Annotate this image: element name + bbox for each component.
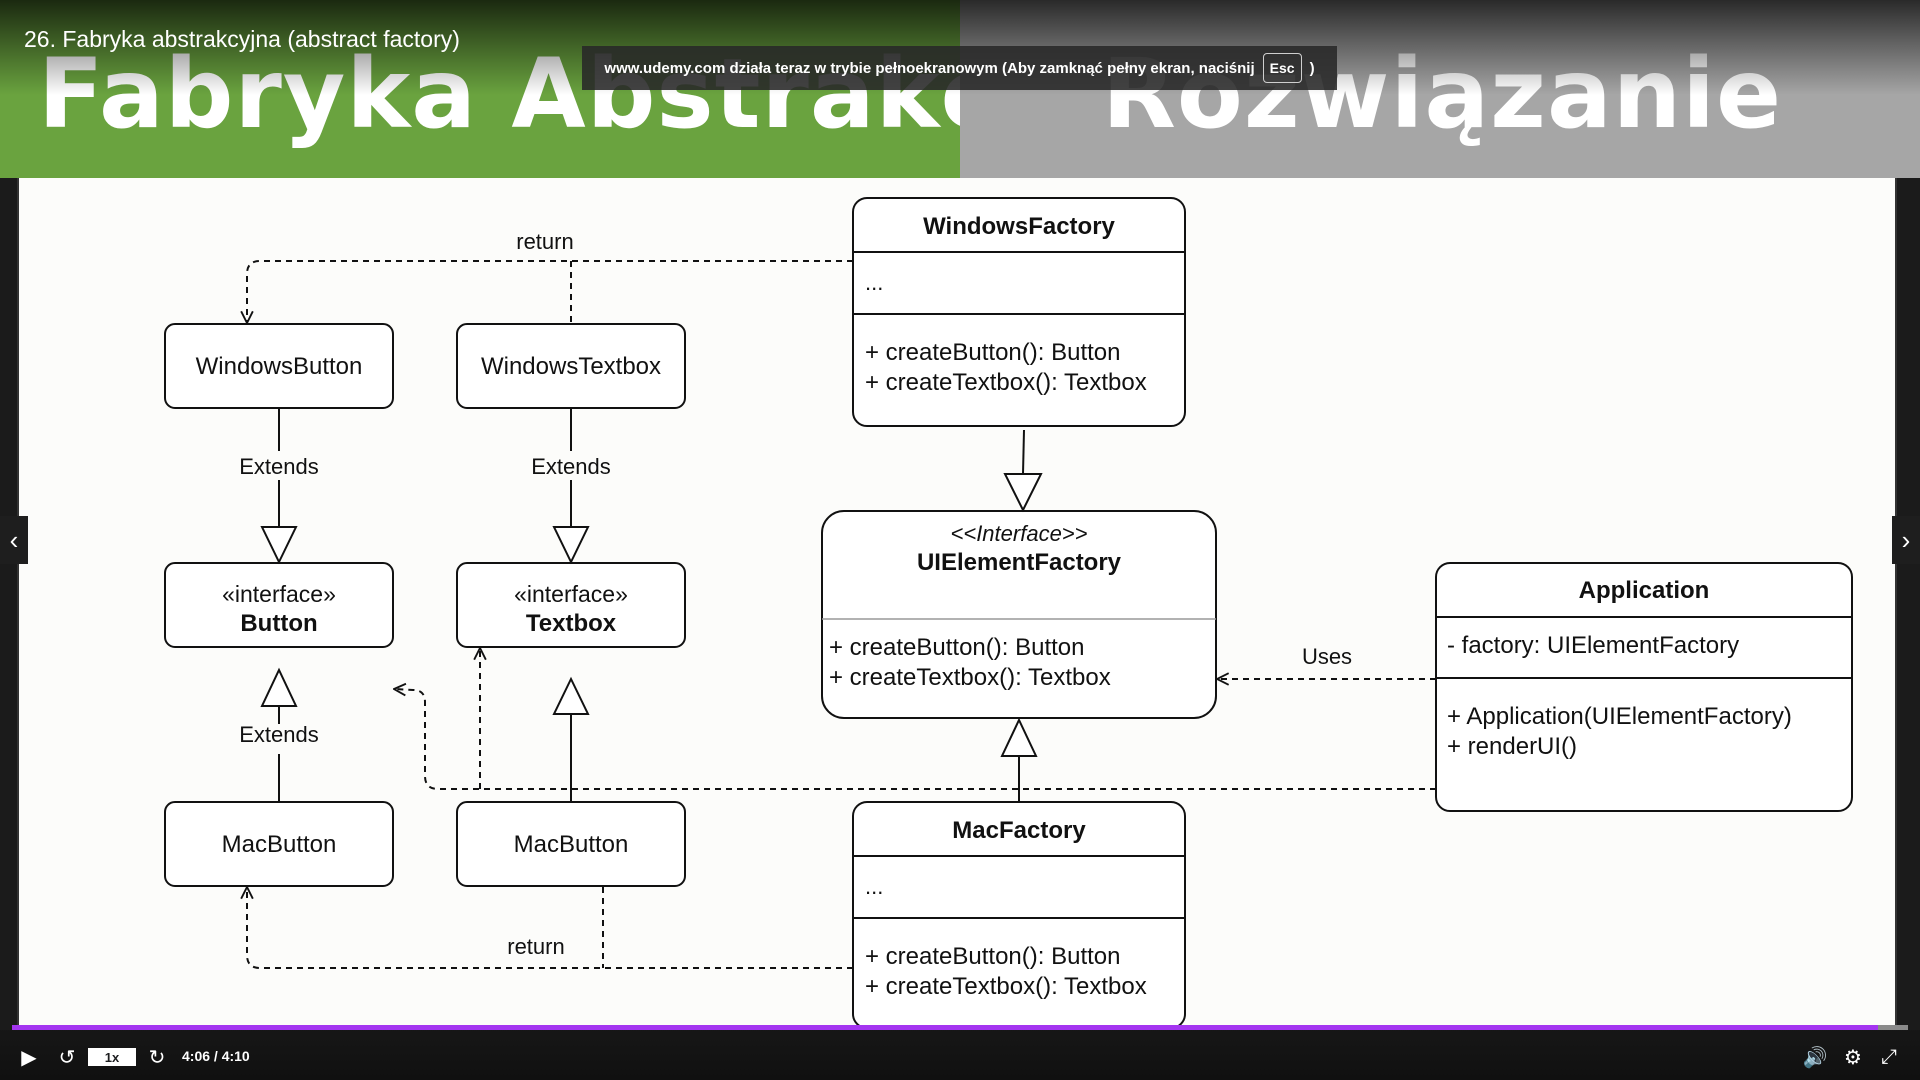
application-box: Application - factory: UIElementFactory … [1435, 562, 1853, 812]
exit-fullscreen-icon: ⤢ [1881, 1045, 1897, 1068]
button-stereotype: «interface» [222, 581, 336, 607]
progress-fill [12, 1025, 1878, 1030]
textbox-interface-name: Textbox [526, 610, 617, 637]
return-label-bottom: return [507, 934, 564, 959]
previous-lecture-button[interactable]: ‹ [0, 516, 28, 564]
mac-button-label-1: MacButton [222, 831, 337, 858]
mac-button-box-1: MacButton [164, 801, 394, 887]
windows-button-label: WindowsButton [196, 353, 363, 380]
playback-speed-button[interactable]: 1x [88, 1048, 136, 1066]
ui-factory-op2: + createTextbox(): Textbox [829, 664, 1111, 691]
extends-mac-textbox [552, 676, 590, 802]
slide: WindowsButton WindowsTextbox «interface»… [0, 178, 1920, 1029]
time-display: 4:06 / 4:10 [182, 1048, 250, 1064]
application-op2: + renderUI() [1447, 733, 1577, 760]
return-label-top: return [516, 229, 573, 254]
mac-factory-realization [1000, 717, 1038, 802]
extends-mac-button [260, 667, 298, 802]
windows-factory-op1: + createButton(): Button [865, 339, 1120, 366]
extends-label-1: Extends [239, 454, 319, 479]
mac-button-label-2: MacButton [514, 831, 629, 858]
application-attr: - factory: UIElementFactory [1447, 632, 1739, 659]
rewind-icon: ↺ [58, 1046, 76, 1069]
textbox-interface-box: «interface» Textbox [456, 562, 686, 648]
gear-icon: ⚙ [1844, 1046, 1862, 1069]
play-icon: ▶ [21, 1046, 37, 1069]
application-op1: + Application(UIElementFactory) [1447, 703, 1792, 730]
button-interface-name: Button [240, 610, 317, 637]
extends-label-2: Extends [531, 454, 611, 479]
mac-factory-attrs: ... [865, 874, 883, 899]
application-name: Application [1579, 577, 1710, 604]
mac-factory-op1: + createButton(): Button [865, 943, 1120, 970]
chevron-left-icon: ‹ [9, 524, 19, 555]
extends-windows-button [260, 408, 298, 565]
fullscreen-notice-close: ) [1309, 59, 1315, 77]
extends-label-3: Extends [239, 722, 319, 747]
forward-icon: ↻ [148, 1046, 166, 1069]
mac-factory-name: MacFactory [952, 817, 1086, 844]
rewind-button[interactable]: ↺ [54, 1042, 80, 1072]
esc-key[interactable]: Esc [1262, 53, 1302, 83]
slide-canvas: WindowsButton WindowsTextbox «interface»… [17, 178, 1897, 1029]
mac-factory-box: MacFactory ... + createButton(): Button … [852, 801, 1186, 1029]
volume-icon: 🔊 [1802, 1046, 1828, 1069]
volume-button[interactable]: 🔊 [1800, 1042, 1830, 1072]
chevron-right-icon: › [1901, 524, 1911, 555]
button-interface-box: «interface» Button [164, 562, 394, 648]
ui-factory-op1: + createButton(): Button [829, 634, 1084, 661]
settings-button[interactable]: ⚙ [1838, 1042, 1868, 1072]
progress-bar[interactable] [12, 1025, 1908, 1030]
mac-factory-op2: + createTextbox(): Textbox [865, 973, 1147, 1000]
player-controls [0, 1030, 1920, 1080]
windows-factory-name: WindowsFactory [923, 213, 1115, 240]
windows-button-box: WindowsButton [164, 323, 394, 409]
textbox-stereotype: «interface» [514, 581, 628, 607]
fullscreen-notice: www.udemy.com działa teraz w trybie pełn… [582, 46, 1337, 90]
ui-factory-stereotype: <<Interface>> [951, 521, 1088, 546]
lecture-title: 26. Fabryka abstrakcyjna (abstract facto… [24, 26, 460, 52]
forward-button[interactable]: ↻ [144, 1042, 170, 1072]
fullscreen-notice-text: www.udemy.com działa teraz w trybie pełn… [604, 59, 1255, 77]
extends-windows-textbox [552, 408, 590, 565]
mac-button-box-2: MacButton [456, 801, 686, 887]
application-product-dependency [394, 648, 1436, 790]
windows-textbox-label: WindowsTextbox [481, 353, 661, 380]
ui-factory-name: UIElementFactory [917, 549, 1122, 576]
windows-factory-box: WindowsFactory ... + createButton(): But… [852, 197, 1186, 427]
windows-factory-realization [1003, 429, 1043, 513]
windows-factory-op2: + createTextbox(): Textbox [865, 369, 1147, 396]
windows-factory-attrs: ... [865, 270, 883, 295]
return-windows-path [247, 260, 853, 323]
exit-fullscreen-button[interactable]: ⤢ [1874, 1042, 1904, 1072]
return-mac-path [247, 887, 853, 969]
uml-diagram: WindowsButton WindowsTextbox «interface»… [164, 197, 1853, 1029]
ui-element-factory-box: <<Interface>> UIElementFactory + createB… [821, 510, 1217, 719]
next-lecture-button[interactable]: › [1892, 516, 1920, 564]
play-button[interactable]: ▶ [16, 1042, 42, 1072]
uses-label: Uses [1302, 644, 1352, 669]
windows-textbox-box: WindowsTextbox [456, 323, 686, 409]
